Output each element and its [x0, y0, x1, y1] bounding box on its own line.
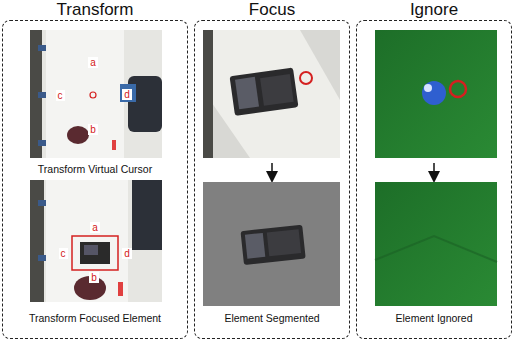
dashed-border [356, 20, 512, 339]
side-letter: b [89, 272, 99, 283]
side-letter: c [59, 248, 68, 259]
side-letter: d [122, 248, 132, 259]
panel-title: Ignore [356, 0, 512, 19]
panel-title: Focus [194, 0, 350, 19]
side-letter: a [90, 222, 100, 233]
cursor-scene [30, 30, 162, 158]
side-letter: b [88, 124, 98, 135]
image-caption: Transform Focused Element [29, 312, 161, 325]
image-caption: Element Ignored [395, 312, 472, 325]
image-caption: Element Segmented [224, 312, 319, 325]
focused-scene [30, 180, 162, 302]
panel-title: Transform [2, 0, 188, 19]
panel: Ignore [356, 0, 512, 339]
dashed-border [194, 20, 350, 339]
image-caption: Transform Virtual Cursor [38, 163, 152, 176]
focus-scene [203, 30, 340, 306]
ignore-scene [375, 30, 497, 306]
panel: Focus [194, 0, 350, 339]
side-letter: d [122, 89, 132, 100]
side-letter: a [88, 57, 98, 68]
side-letter: c [56, 90, 65, 101]
